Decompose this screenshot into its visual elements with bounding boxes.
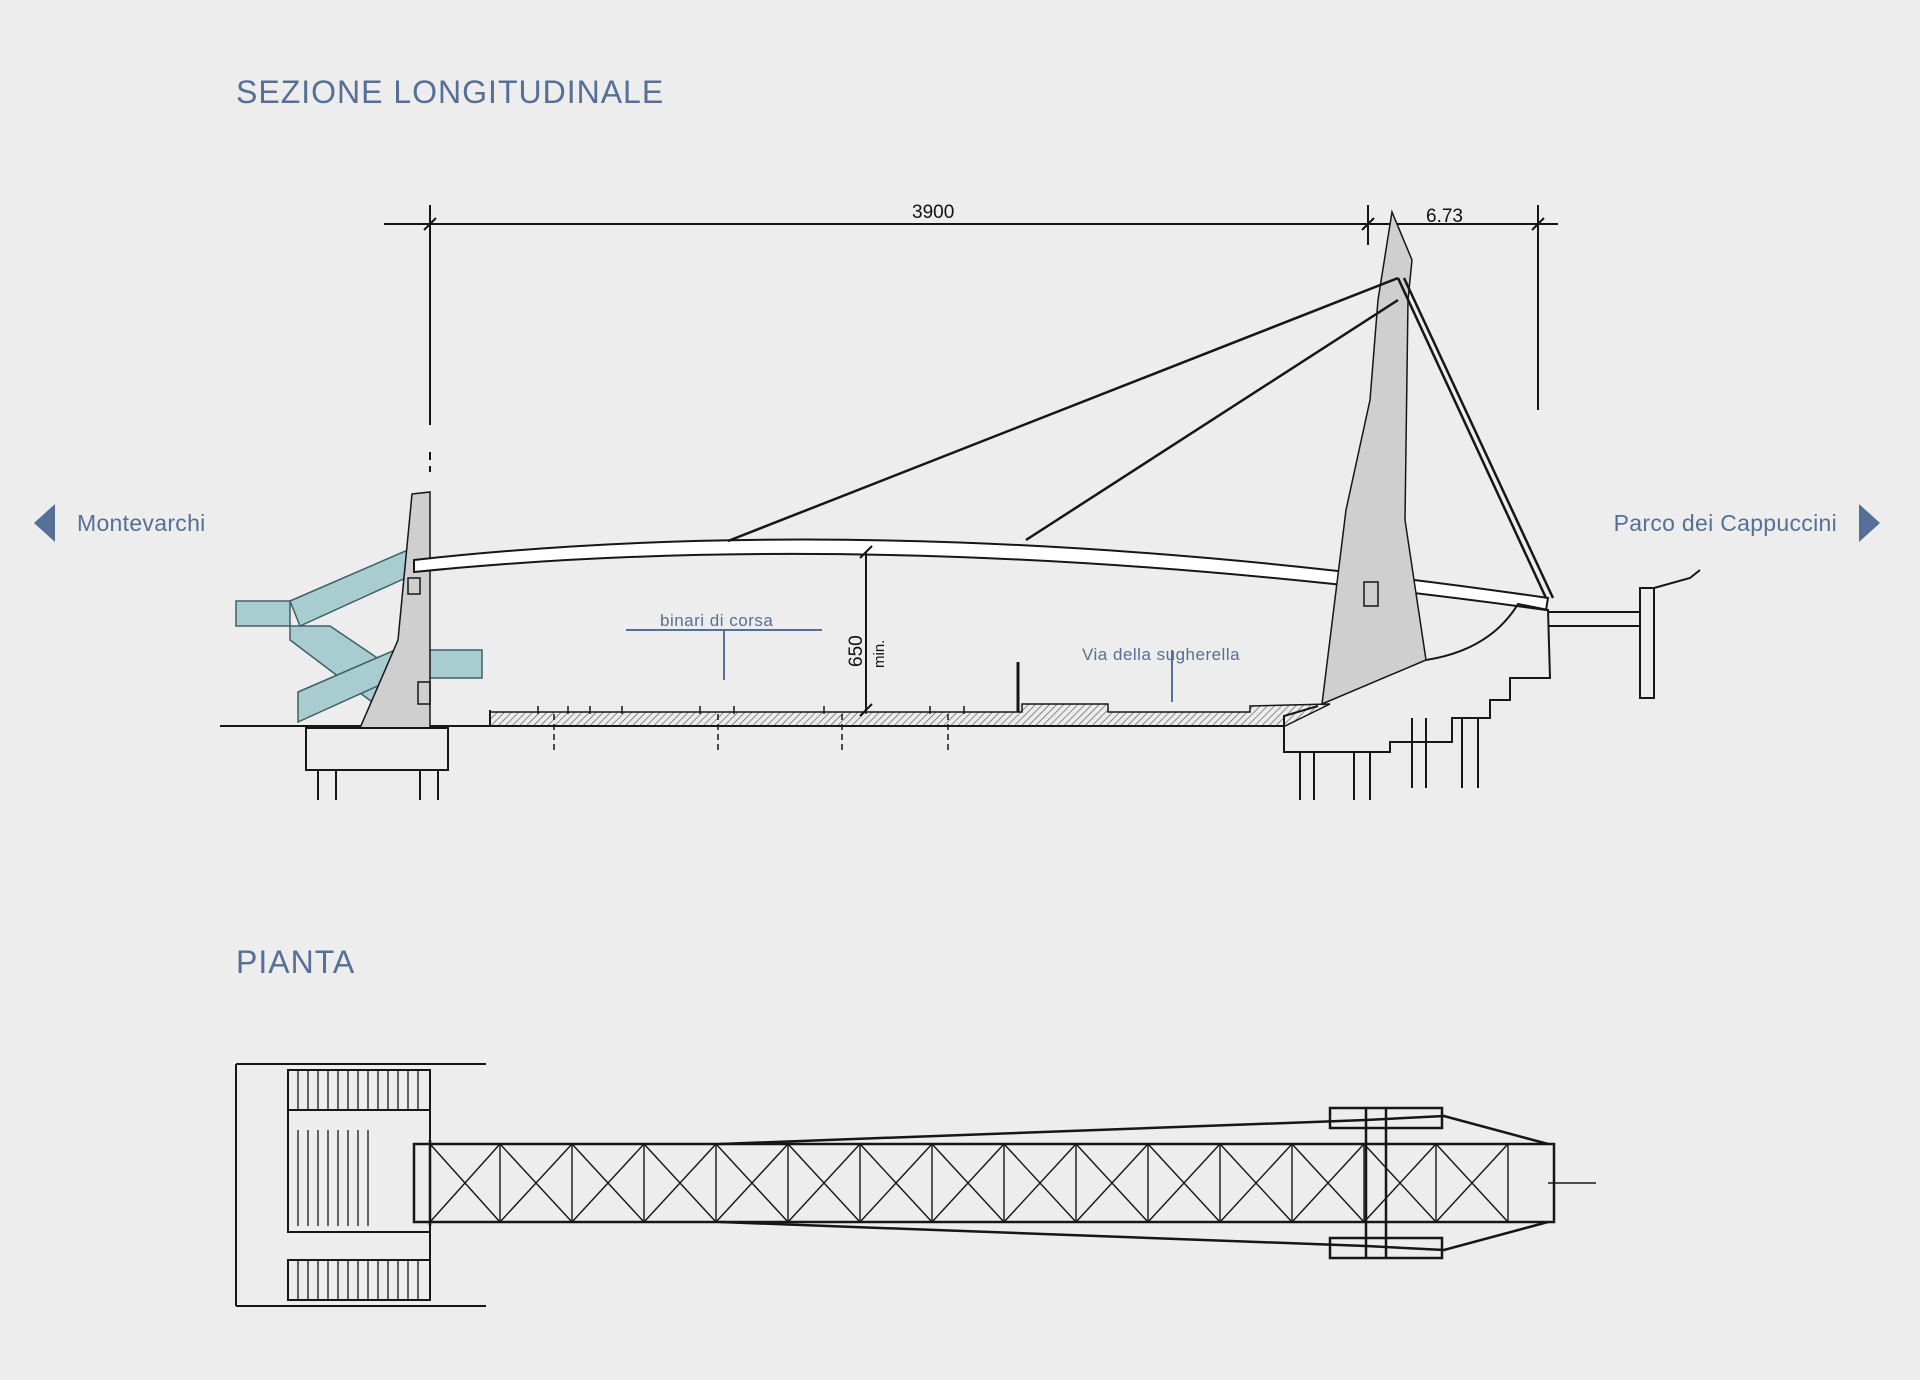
section-heading: SEZIONE LONGITUDINALE: [236, 74, 665, 110]
nav-left-label: Montevarchi: [77, 509, 206, 536]
plan-truss-bracing: [429, 1143, 1509, 1223]
caret-left-icon: [34, 504, 55, 542]
street-label: Via della sugherella: [1082, 645, 1240, 664]
nav-right-label: Parco dei Cappuccini: [1613, 509, 1837, 536]
plan-stair-block: [235, 1063, 486, 1307]
nav-montevarchi-link[interactable]: Montevarchi: [34, 504, 206, 542]
dimension-lines: [384, 205, 1558, 472]
left-anchor-box-upper: [407, 577, 421, 595]
span-dimension: 3900: [912, 202, 954, 223]
caret-right-icon: [1859, 504, 1880, 542]
railway-bed: [489, 703, 1331, 727]
plan-stair-treads: [297, 1070, 419, 1300]
clearance-unit: min.: [871, 640, 888, 668]
left-stair: [235, 547, 483, 724]
left-foundation: [305, 727, 449, 800]
nav-parco-cappuccini-link[interactable]: Parco dei Cappuccini: [1614, 504, 1880, 542]
tracks-label: binari di corsa: [660, 611, 773, 630]
plan-deck-outline: [412, 1106, 1596, 1260]
plan-heading: PIANTA: [236, 944, 356, 980]
longitudinal-section-drawing: 3900 6.73 650: [220, 202, 1701, 800]
stay-cables: [727, 276, 1555, 599]
clearance-value: 650: [846, 635, 867, 667]
pylon-anchor-box: [1363, 581, 1379, 607]
rail-markers: [537, 706, 965, 752]
annotation-leaders: [626, 629, 1173, 702]
right-pylon: [1321, 209, 1427, 706]
left-anchor-box: [417, 681, 431, 705]
right-abutment: [1283, 569, 1701, 800]
clearance-dimension: [859, 545, 873, 717]
overhang-dimension: 6.73: [1426, 206, 1463, 227]
